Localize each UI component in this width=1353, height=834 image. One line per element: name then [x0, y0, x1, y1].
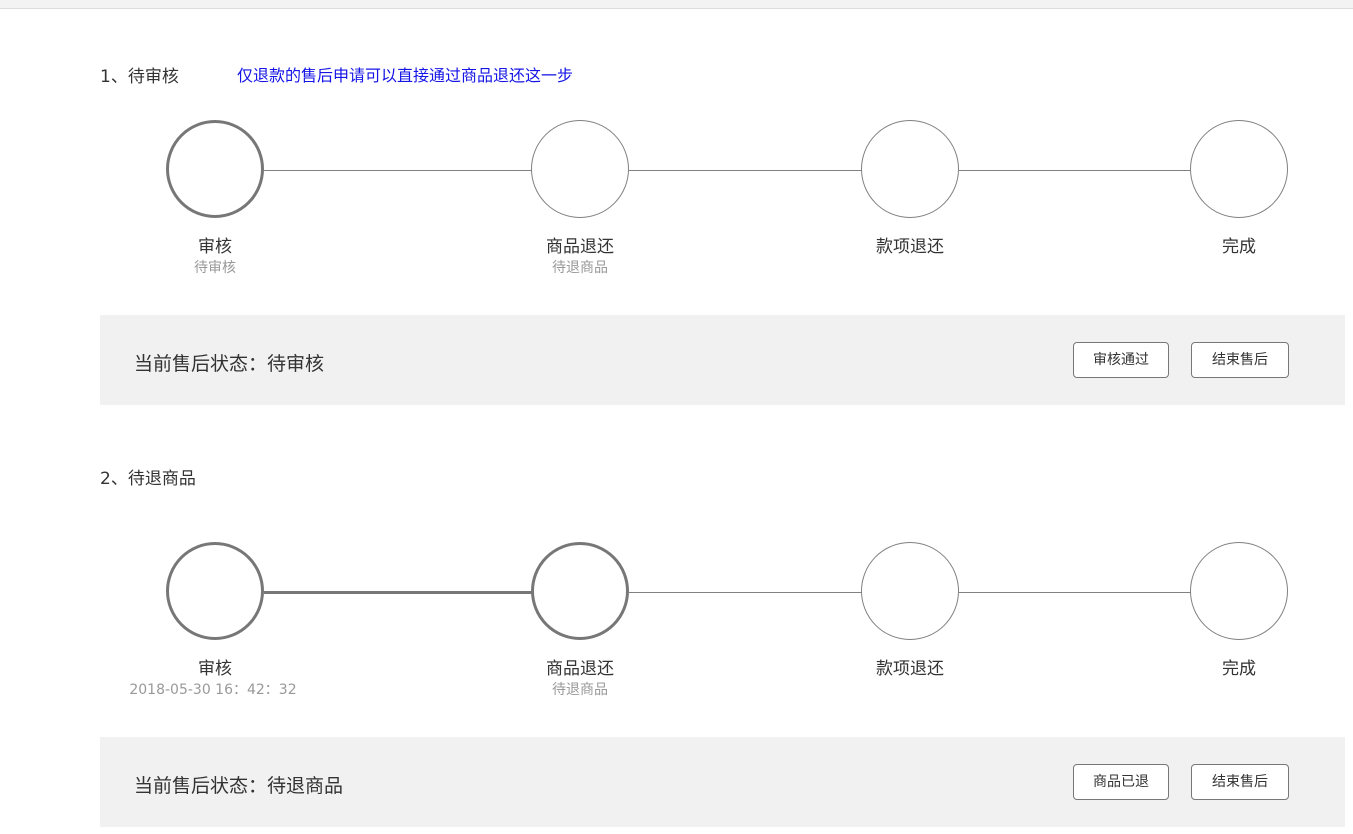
step-connector-2-3: [629, 592, 862, 593]
end-after-sale-button[interactable]: 结束售后: [1191, 342, 1289, 378]
step-connector-3-4: [959, 592, 1191, 593]
step-circle-complete: [1190, 120, 1288, 218]
current-status-text: 当前售后状态：待退商品: [134, 775, 344, 797]
step-label-review: 审核: [198, 237, 232, 257]
section-2-title: 2、待退商品: [100, 469, 196, 489]
step-circle-review: [166, 542, 264, 640]
browser-top-bar: [0, 0, 1353, 9]
step-label-goods-return: 商品退还: [546, 237, 614, 257]
step-circle-goods-return: [531, 542, 629, 640]
step-label-complete: 完成: [1222, 237, 1256, 257]
section-1-progress-steps: 审核 待审核 商品退还 待退商品 款项退还 完成: [0, 120, 1353, 290]
step-sub-review-timestamp: 2018-05-30 16：42：32: [129, 682, 297, 698]
end-after-sale-button[interactable]: 结束售后: [1191, 764, 1289, 800]
section-2-progress-steps: 审核 2018-05-30 16：42：32 商品退还 待退商品 款项退还 完成: [0, 542, 1353, 712]
section-2-status-panel: 当前售后状态：待退商品 商品已退 结束售后: [100, 737, 1345, 827]
approve-review-button[interactable]: 审核通过: [1073, 342, 1169, 378]
step-connector-2-3: [629, 170, 862, 171]
step-sub-goods-return: 待退商品: [552, 682, 608, 698]
step-circle-complete: [1190, 542, 1288, 640]
step-label-complete: 完成: [1222, 659, 1256, 679]
section-1-note: 仅退款的售后申请可以直接通过商品退还这一步: [237, 66, 574, 85]
step-label-refund: 款项退还: [876, 237, 944, 257]
step-connector-1-2: [264, 170, 532, 171]
step-circle-refund: [861, 542, 959, 640]
current-status-text: 当前售后状态：待审核: [134, 353, 325, 375]
step-label-goods-return: 商品退还: [546, 659, 614, 679]
step-sub-review: 待审核: [194, 260, 236, 276]
step-circle-goods-return: [531, 120, 629, 218]
step-connector-1-2: [264, 591, 532, 594]
step-circle-refund: [861, 120, 959, 218]
step-label-review: 审核: [198, 659, 232, 679]
section-1-title: 1、待审核: [100, 67, 179, 87]
step-label-refund: 款项退还: [876, 659, 944, 679]
section-1-status-panel: 当前售后状态：待审核 审核通过 结束售后: [100, 315, 1345, 405]
step-sub-goods-return: 待退商品: [552, 260, 608, 276]
goods-returned-button[interactable]: 商品已退: [1073, 764, 1169, 800]
step-connector-3-4: [959, 170, 1191, 171]
step-circle-review: [166, 120, 264, 218]
